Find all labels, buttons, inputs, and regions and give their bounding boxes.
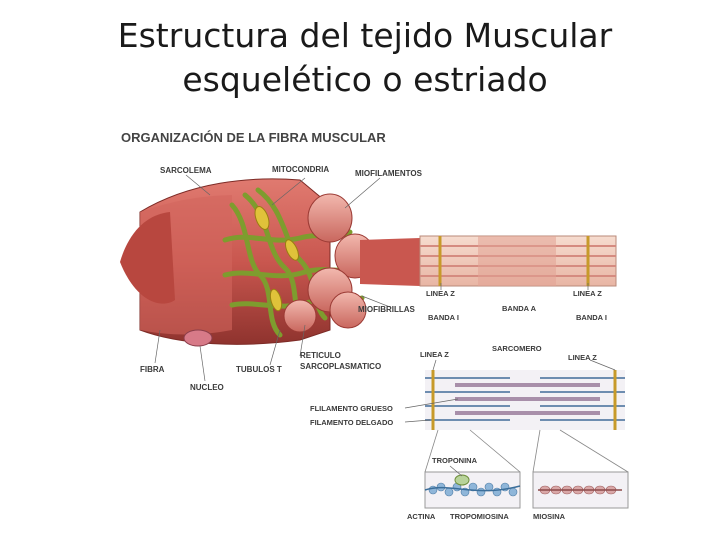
filament-diagram [425,370,625,430]
label-sarcolema: SARCOLEMA [160,166,212,175]
label-filamento-grueso: FLILAMENTO GRUESO [310,404,393,413]
label-linea-z-mid-left: LINEA Z [420,350,449,359]
extended-myofibril [360,238,420,286]
label-tubulos-t: TUBULOS T [236,365,282,374]
zoom-guides [425,430,628,472]
label-miosina: MIOSINA [533,512,566,521]
label-tropomiosina: TROPOMIOSINA [450,512,509,521]
label-banda-a: BANDA A [502,304,537,313]
label-fibra: FIBRA [140,365,165,374]
label-linea-z-top-right: LINEA Z [573,289,602,298]
label-banda-i-right: BANDA I [576,313,607,322]
actin-detail [425,472,520,508]
a-band-dark [478,236,556,286]
label-reticulo-2: SARCOPLASMATICO [300,362,381,371]
label-sarcomero: SARCOMERO [492,344,542,353]
label-reticulo-1: RETICULO [300,351,341,360]
label-linea-z-mid-right: LINEA Z [568,353,597,362]
label-linea-z-top-left: LINEA Z [426,289,455,298]
label-nucleo: NUCLEO [190,383,224,392]
label-banda-i-left: BANDA I [428,313,459,322]
myosin-detail [533,472,628,508]
label-miofilamentos: MIOFILAMENTOS [355,169,423,178]
label-miofibrillas: MIOFIBRILLAS [358,305,416,314]
figure-heading: ORGANIZACIÓN DE LA FIBRA MUSCULAR [121,130,386,145]
label-mitocondria: MITOCONDRIA [272,165,329,174]
label-filamento-delgado: FILAMENTO DELGADO [310,418,393,427]
nucleus [184,330,212,346]
label-troponina: TROPONINA [432,456,478,465]
label-actina: ACTINA [407,512,436,521]
